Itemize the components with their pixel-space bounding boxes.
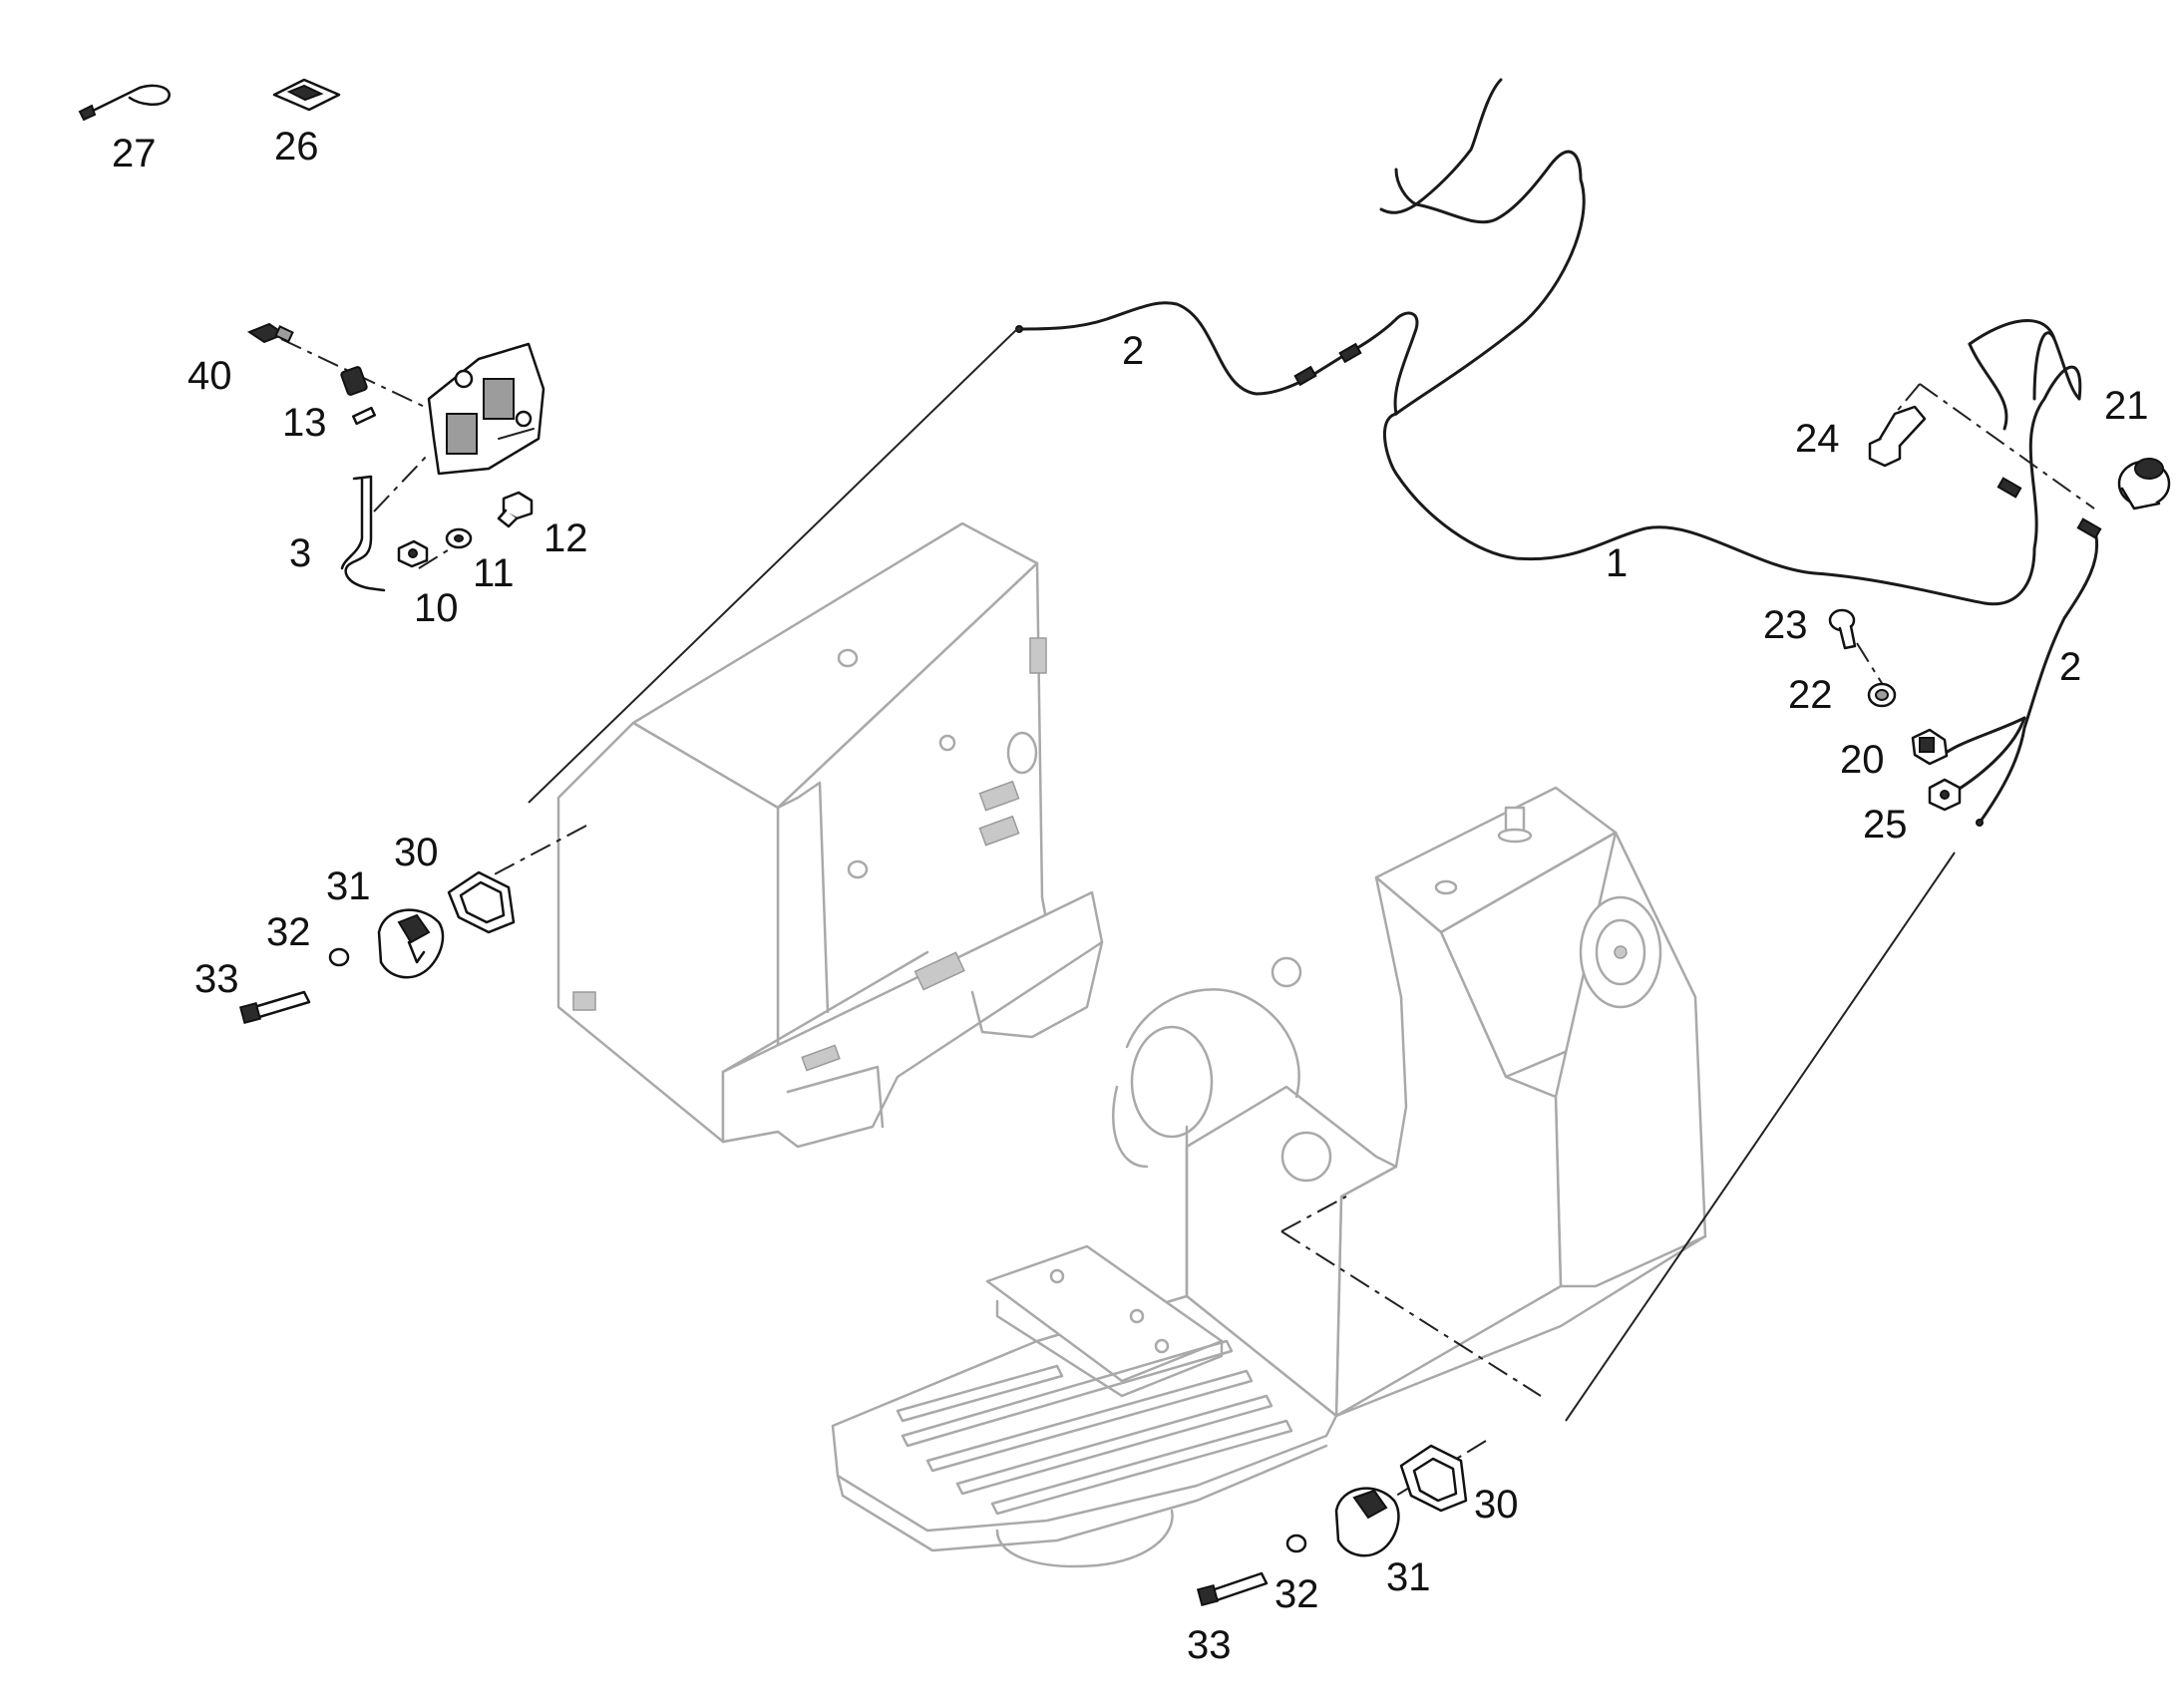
washer-left-part: [328, 947, 350, 967]
gasket-left-part: [447, 870, 516, 934]
leader-lines: [280, 328, 2095, 1497]
label-31a: 31: [326, 864, 371, 908]
bolt-left-part: [238, 990, 311, 1025]
tie-mount-part: [272, 78, 341, 112]
label-21: 21: [2104, 384, 2149, 428]
label-10: 10: [414, 586, 459, 630]
bolt-right-part: [1196, 1571, 1269, 1607]
front-chassis-assembly: [831, 786, 1707, 1568]
lock-washer-part: [1867, 682, 1897, 708]
screw-part: [497, 491, 534, 528]
cable-tie-part: [78, 84, 171, 122]
label-32a: 32: [266, 910, 311, 954]
mount-bracket-left-part: [377, 908, 445, 979]
label-27: 27: [112, 132, 157, 175]
label-13: 13: [282, 401, 327, 445]
label-32b: 32: [1274, 1572, 1319, 1616]
label-31b: 31: [1386, 1555, 1431, 1599]
part-number-labels: 27 26 40 13 3 10 11 12 2 1 24 21 23 22 2…: [112, 125, 2149, 1667]
label-40: 40: [187, 354, 232, 398]
label-25: 25: [1863, 803, 1908, 847]
fuse-holder-part: [340, 366, 377, 426]
label-22: 22: [1788, 673, 1833, 717]
label-2a: 2: [1122, 329, 1144, 373]
label-33a: 33: [194, 957, 239, 1001]
label-2b: 2: [2059, 645, 2081, 689]
mount-bracket-right-part: [1334, 1487, 1400, 1557]
label-11: 11: [473, 551, 515, 595]
washer-part: [445, 527, 473, 549]
label-30a: 30: [394, 831, 439, 874]
bracket-part: [340, 475, 386, 592]
nut-part: [397, 539, 429, 568]
bolt-part: [1868, 405, 1927, 468]
rear-frame-assembly: [556, 521, 1104, 1149]
label-23: 23: [1763, 603, 1808, 647]
label-26: 26: [274, 125, 319, 169]
label-3: 3: [289, 531, 311, 575]
flange-bolt-part: [1828, 608, 1857, 650]
label-30b: 30: [1474, 1483, 1519, 1527]
label-12: 12: [544, 516, 588, 560]
fuse-part: [246, 322, 294, 344]
washer-right-part: [1285, 1534, 1307, 1553]
label-1: 1: [1606, 541, 1628, 585]
sensor-connector-part: [2117, 458, 2171, 511]
relay-bracket-part: [427, 342, 545, 476]
label-20: 20: [1840, 738, 1885, 782]
wiring-harness: [1015, 78, 2102, 827]
label-24: 24: [1795, 417, 1840, 461]
hex-nut-part: [1928, 778, 1962, 812]
sensor-part: [1911, 728, 1949, 766]
gasket-right-part: [1399, 1444, 1468, 1513]
label-33b: 33: [1187, 1623, 1232, 1667]
